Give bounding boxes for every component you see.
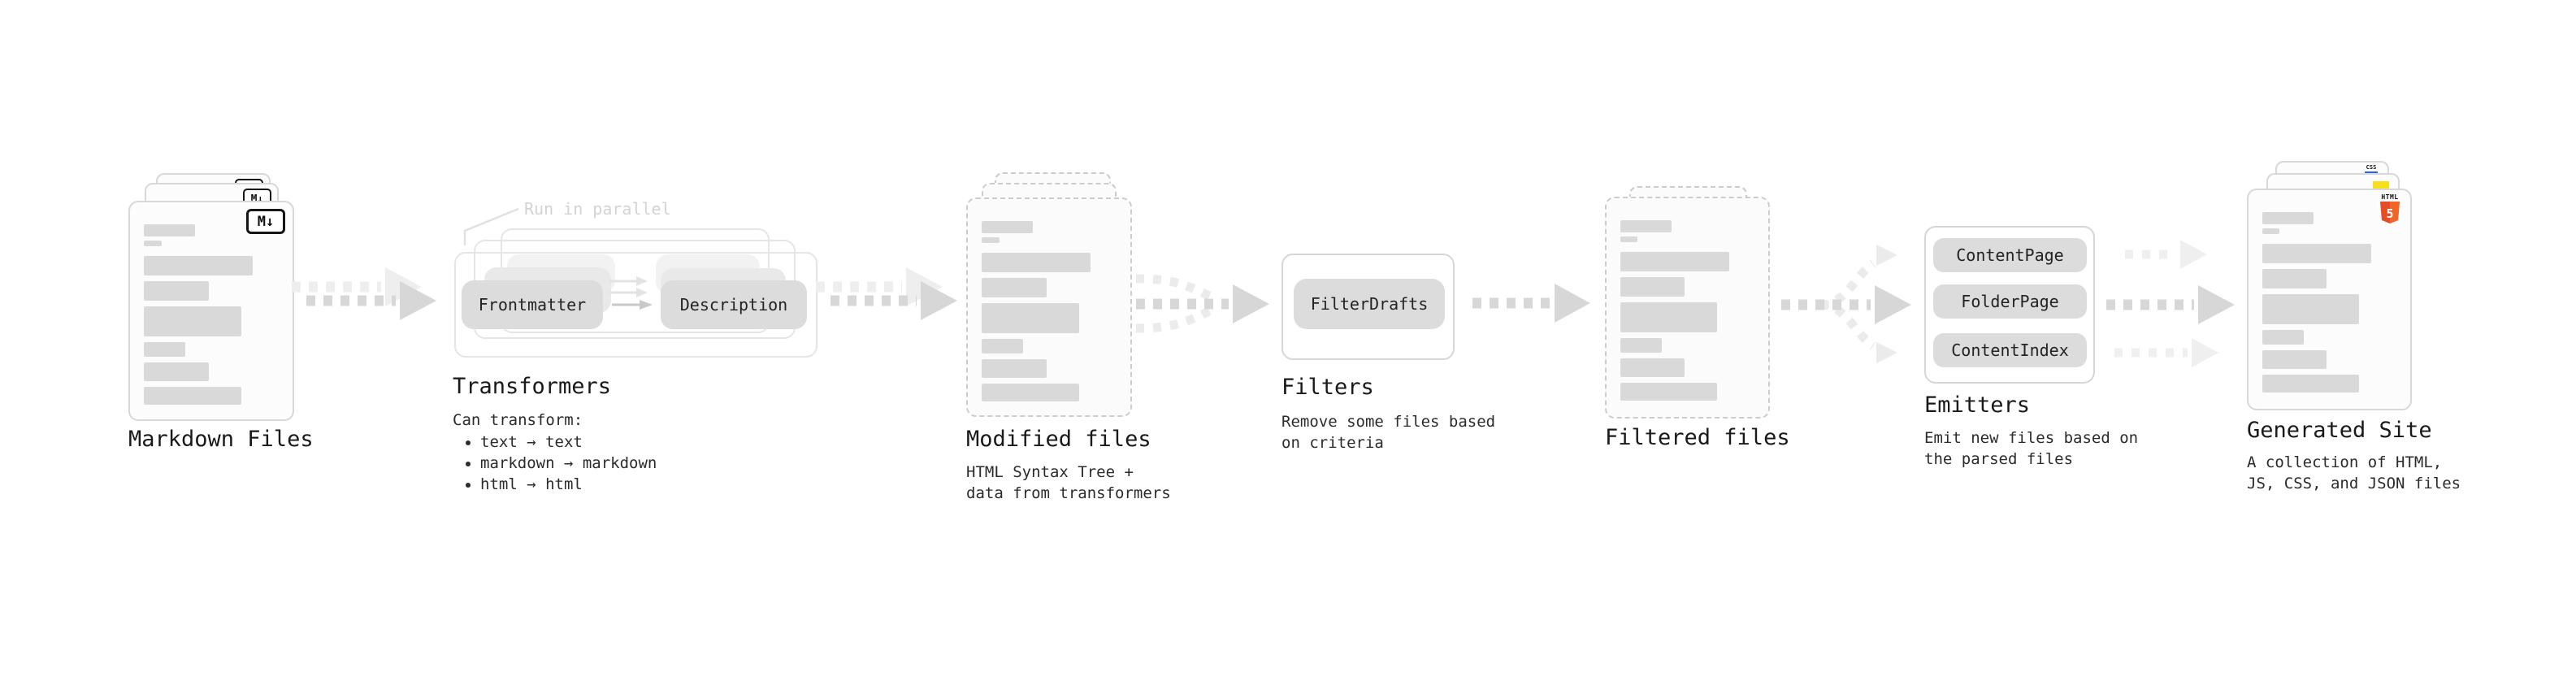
frontmatter-pill: Frontmatter [462,280,603,329]
placeholder-bar [144,362,209,381]
markdown-files-label: Markdown Files [128,427,314,452]
filters-label: Filters [1281,375,1374,400]
transform-list: text → text markdown → markdown html → h… [453,432,657,495]
placeholder-bar [982,253,1091,272]
merge-arrow-icon [1135,274,1269,333]
dashed-arrow-icon [292,267,436,320]
modified-files-description: HTML Syntax Tree + data from transformer… [966,463,1171,502]
doc-content-placeholder [968,199,1130,401]
placeholder-bar [2262,330,2305,345]
run-in-parallel-note: Run in parallel [524,199,671,219]
triple-arrow-icon [2106,240,2235,367]
markdown-icon: M↓ [246,209,285,234]
html5-icon: HTML 5 [2379,193,2400,224]
filters-description: Remove some files based on criteria [1281,413,1496,452]
contentpage-pill: ContentPage [1933,238,2087,272]
placeholder-bar [982,339,1024,354]
filtered-file-card [1605,197,1770,419]
placeholder-bar [982,278,1047,297]
can-transform-line: Can transform: [453,411,583,429]
folderpage-pill: FolderPage [1933,284,2087,319]
transform-item: text → text [480,432,657,453]
modified-files-label: Modified files [966,427,1151,452]
fanout-arrow-icon [1781,245,1911,363]
html5-shield: 5 [2380,202,2400,223]
placeholder-bar [2262,244,2371,263]
svg-text:5: 5 [2386,206,2393,221]
placeholder-bar [1620,383,1717,401]
markdown-badge-text: M↓ [257,213,275,230]
transformers-description: Can transform: text → text markdown → ma… [453,410,657,495]
doc-content-placeholder [2249,190,2410,393]
placeholder-bar [1620,338,1663,353]
parallel-arrows-icon [609,276,653,310]
css-badge-text: CSS [2366,164,2377,171]
placeholder-bar [144,281,209,301]
contentindex-pill: ContentIndex [1933,333,2087,367]
placeholder-bar [144,224,196,236]
placeholder-bar [1620,358,1685,377]
modified-file-card [966,197,1132,417]
transformers-label: Transformers [453,374,612,399]
placeholder-bar [144,256,254,275]
transform-item: markdown → markdown [480,453,657,474]
placeholder-bar [982,384,1079,401]
doc-content-placeholder [1607,198,1768,401]
placeholder-bar [144,387,241,405]
placeholder-bar [144,306,241,336]
placeholder-bar [144,241,162,246]
placeholder-bar [144,342,186,357]
placeholder-bar [2262,212,2314,224]
markdown-file-card: M↓ [128,201,294,421]
placeholder-bar [2262,269,2327,288]
generated-site-label: Generated Site [2247,418,2432,443]
placeholder-bar [982,237,1000,243]
doc-content-placeholder [130,202,293,405]
placeholder-bar [982,303,1079,333]
filterdrafts-pill: FilterDrafts [1294,279,1445,329]
placeholder-bar [1620,302,1717,332]
placeholder-bar [1620,277,1685,297]
placeholder-bar [982,359,1047,378]
emitters-description: Emit new files based on the parsed files [1924,429,2139,468]
placeholder-bar [1620,236,1638,242]
placeholder-bar [2262,375,2359,393]
transformer-frame-front [454,252,817,358]
placeholder-bar [2262,294,2359,324]
generated-file-card: HTML 5 [2247,189,2412,410]
placeholder-bar [2262,350,2327,369]
transform-item: html → html [480,474,657,495]
description-pill: Description [661,280,807,329]
filtered-files-label: Filtered files [1605,425,1790,450]
placeholder-bar [1620,252,1729,271]
js-file-icon [2373,181,2389,189]
html5-wordmark: HTML [2381,193,2399,201]
placeholder-bar [982,221,1034,233]
emitters-label: Emitters [1924,393,2031,418]
dashed-arrow-icon [816,267,957,320]
callout-line [463,207,519,245]
placeholder-bar [1620,220,1672,232]
generated-site-description: A collection of HTML, JS, CSS, and JSON … [2247,453,2461,492]
placeholder-bar [2262,228,2280,234]
dashed-arrow-icon [1472,284,1590,323]
